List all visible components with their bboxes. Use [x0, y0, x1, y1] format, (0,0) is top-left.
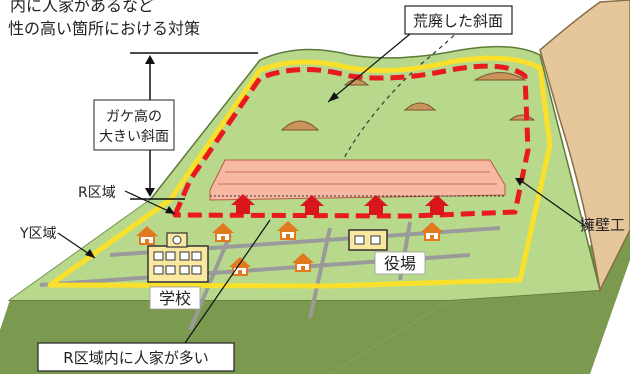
- retaining-wall: [209, 159, 506, 201]
- r-zone-boundary: [172, 63, 531, 219]
- r-zone-label: R区域: [78, 185, 116, 201]
- leader-arrowheads: [85, 92, 524, 258]
- town-hall-label-box: [374, 251, 426, 275]
- terrain-cliff: [539, 0, 630, 293]
- slope-height-label-line2: 大きい斜面: [99, 129, 169, 145]
- school-building: [147, 232, 209, 283]
- slope-height-label-line1: ガケ高の: [106, 108, 162, 125]
- header-line-1: 内に人家があるなど: [10, 0, 154, 15]
- header-line-2: 性の高い箇所における対策: [8, 19, 200, 38]
- slope-trail: [329, 19, 471, 186]
- devastated-slope-label: 荒廃した斜面: [413, 12, 503, 30]
- many-houses-label: R区域内に人家が多い: [63, 349, 208, 367]
- school-label-box: [149, 286, 201, 310]
- height-dimension: [130, 52, 258, 200]
- town-hall-label: 役場: [384, 254, 416, 273]
- town-hall-building: [348, 229, 388, 251]
- y-zone-label: Y区域: [19, 226, 57, 242]
- slope-height-label-box: [93, 99, 175, 151]
- school-label: 学校: [159, 289, 191, 308]
- devastated-slope-label-box: [404, 5, 513, 35]
- retaining-wall-label: 擁壁工: [580, 216, 625, 234]
- y-zone-boundary: [47, 55, 553, 289]
- many-houses-label-box: [37, 342, 235, 372]
